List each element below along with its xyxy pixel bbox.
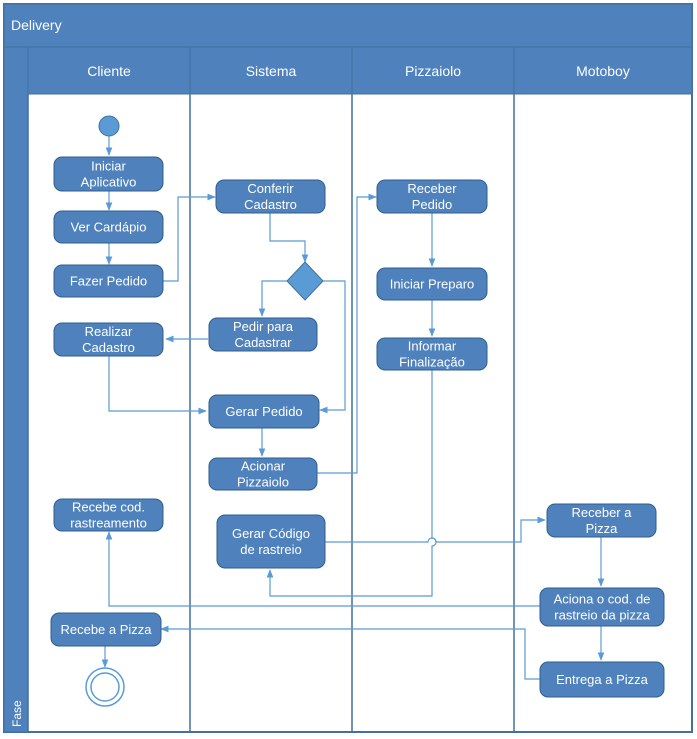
- activity-label: Cadastro: [82, 340, 135, 355]
- activity-label: rastreamento: [70, 516, 147, 531]
- lane-header-pizzaiolo: [351, 46, 515, 95]
- lane-label-sistema: Sistema: [246, 63, 297, 79]
- activity-box: [216, 514, 326, 569]
- activity-fazer-pedido: Fazer Pedido: [53, 264, 164, 298]
- activity-label: Fazer Pedido: [70, 274, 147, 289]
- edge-entrega-to-recebe-pizza: [160, 625, 540, 680]
- activity-box: [53, 264, 164, 298]
- lane-header-motoboy: [513, 46, 693, 95]
- activity-label: Conferir: [247, 181, 294, 196]
- activity-label: Recebe a Pizza: [60, 622, 152, 637]
- lane-headers: Cliente Sistema Pizzaiolo Motoboy: [27, 46, 693, 95]
- activity-label: Iniciar: [91, 159, 126, 174]
- activity-label: Pedir para: [233, 319, 294, 334]
- activity-label: de rastreio: [240, 542, 301, 557]
- lane-dividers: [27, 94, 515, 732]
- lane-label-pizzaiolo: Pizzaiolo: [405, 63, 461, 79]
- activity-label: Aciona o cod. de: [554, 592, 651, 607]
- activity-label: Cadastrar: [234, 335, 292, 350]
- activity-label: Iniciar Preparo: [390, 277, 475, 292]
- activity-box: [539, 661, 665, 698]
- lane-label-cliente: Cliente: [87, 63, 131, 79]
- activity-label: Pizza: [586, 521, 619, 536]
- activity-label: Gerar Código: [232, 526, 310, 541]
- activity-label: Pedido: [412, 197, 452, 212]
- activity-box: [50, 612, 162, 647]
- activity-box: [376, 179, 488, 214]
- activity-box: [215, 179, 326, 214]
- activity-box: [208, 317, 318, 352]
- title-bar: [3, 3, 693, 48]
- edge-acionar-to-receber-pedido: [317, 193, 377, 474]
- activity-iniciar-preparo: Iniciar Preparo: [376, 267, 488, 301]
- decision-node: [286, 261, 324, 301]
- activity-label: Receber: [407, 181, 457, 196]
- activity-box: [53, 156, 164, 192]
- activity-box: [53, 498, 164, 532]
- activity-box: [546, 503, 657, 538]
- activity-label: Receber a: [572, 505, 633, 520]
- activity-label: Recebe cod.: [72, 500, 145, 515]
- activity-box: [53, 210, 164, 244]
- edge-realizar-to-gerar-pedido: [108, 356, 207, 415]
- activity-label: Realizar: [85, 324, 133, 339]
- activity-box: [208, 457, 318, 491]
- edge-decision-to-gerar-pedido: [319, 280, 346, 414]
- lane-header-sistema: [189, 46, 353, 95]
- activity-label: Pizzaiolo: [237, 475, 289, 490]
- lane-header-cliente: [27, 46, 191, 95]
- activity-label: Cadastro: [244, 197, 297, 212]
- activity-label: Acionar: [241, 459, 286, 474]
- activity-box: [376, 337, 488, 371]
- lane-label-motoboy: Motoboy: [576, 63, 630, 79]
- activity-ver-cardapio: Ver Cardápio: [53, 210, 164, 244]
- activity-label: Aplicativo: [81, 175, 137, 190]
- activity-recebe-cod-rastreamento: Recebe cod.rastreamento: [53, 498, 164, 532]
- activity-box: [539, 587, 665, 627]
- activity-box: [376, 267, 488, 301]
- edge-decision-to-pedir: [258, 280, 287, 317]
- activity-box: [53, 322, 164, 357]
- activity-entrega-pizza: Entrega a Pizza: [539, 661, 665, 698]
- phase-bar: [3, 46, 29, 733]
- activity-label: Finalização: [399, 355, 465, 370]
- activity-label: Gerar Pedido: [225, 404, 302, 419]
- activity-label: Ver Cardápio: [71, 220, 147, 235]
- activity-label: Informar: [408, 339, 457, 354]
- phase-label: Fase: [10, 700, 24, 727]
- end-node-inner-ring: [90, 672, 120, 702]
- end-node: [85, 667, 125, 707]
- start-node: [98, 115, 120, 137]
- diagram-title: Delivery: [11, 17, 62, 33]
- activity-label: Entrega a Pizza: [556, 672, 649, 687]
- edges: [101, 136, 605, 680]
- edge-aciona-to-recebe-cod: [105, 531, 540, 607]
- activity-label: rastreio da pizza: [554, 608, 650, 623]
- activity-gerar-pedido: Gerar Pedido: [208, 394, 320, 429]
- edge-conferir-to-decision: [269, 213, 309, 263]
- activity-box: [208, 394, 320, 429]
- edge-fazer-to-conferir: [163, 193, 216, 282]
- edge-gerar-codigo-to-receber-pizza: [325, 516, 546, 543]
- activity-recebe-pizza: Recebe a Pizza: [50, 612, 162, 647]
